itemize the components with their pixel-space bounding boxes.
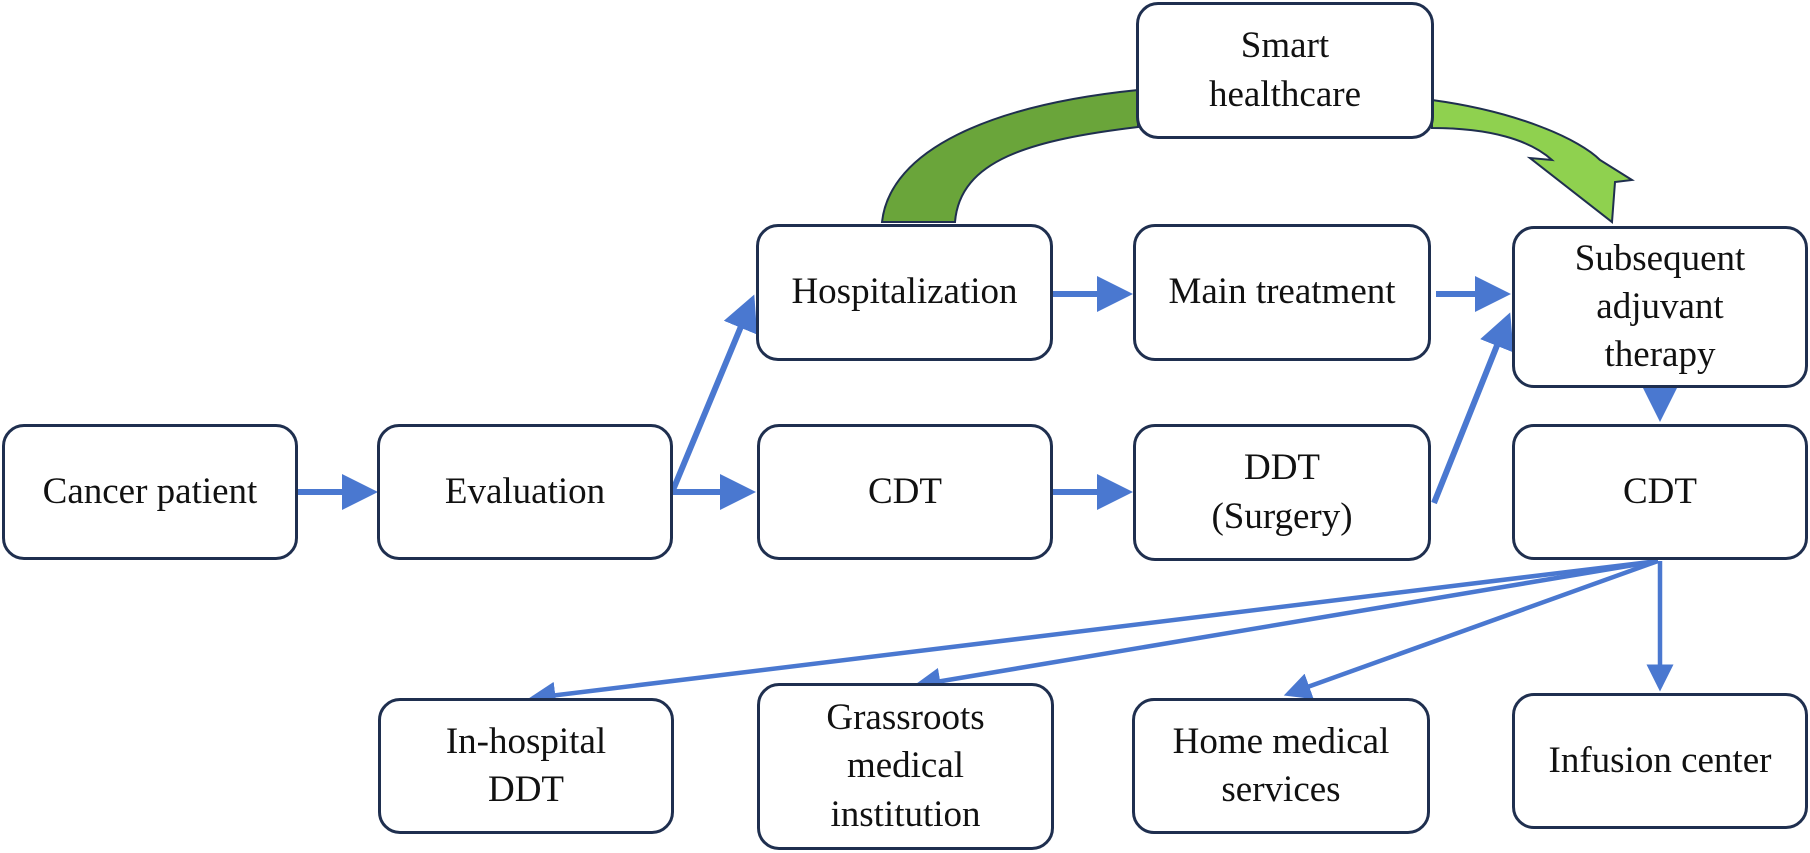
node-main-treatment-line-1: Main treatment	[1168, 271, 1396, 313]
node-grassroots-line-3: institution	[830, 793, 981, 835]
node-grassroots-line-2: medical	[846, 745, 965, 787]
node-evaluation: Evaluation	[377, 424, 673, 560]
arrow-ddt-to-subsequent	[1431, 312, 1514, 505]
node-home-medical-services: Home medical services	[1132, 698, 1430, 834]
node-subsequent-line-1: Subsequent	[1574, 237, 1746, 279]
node-main-treatment: Main treatment	[1133, 224, 1431, 361]
node-grassroots-line-1: Grassroots	[826, 697, 985, 739]
node-ddt-line-2: (Surgery)	[1211, 495, 1353, 537]
node-cancer-patient: Cancer patient	[2, 424, 298, 560]
node-cdt-right: CDT	[1512, 424, 1808, 560]
node-cdt-right-line-1: CDT	[1623, 470, 1697, 512]
node-infusion-center-line-1: Infusion center	[1548, 739, 1772, 781]
smart-healthcare-arc-left	[880, 88, 1139, 223]
node-in-hospital-line-1: In-hospital	[445, 720, 607, 762]
arrow-cdt-to-grassroots	[913, 558, 1659, 695]
node-in-hospital-line-2: DDT	[487, 769, 565, 810]
node-evaluation-line-1: Evaluation	[444, 470, 606, 512]
node-subsequent-adjuvant-therapy: Subsequent adjuvant therapy	[1512, 226, 1808, 388]
node-infusion-center: Infusion center	[1512, 693, 1808, 829]
node-home-medical-line-1: Home medical	[1172, 720, 1390, 762]
node-smart-healthcare-line-1: Smart	[1240, 25, 1330, 67]
node-subsequent-line-2: adjuvant	[1596, 285, 1724, 327]
arrow-cdt-to-home-medical	[1283, 558, 1659, 700]
node-smart-healthcare: Smart healthcare	[1136, 2, 1434, 139]
node-cancer-patient-line-1: Cancer patient	[42, 470, 258, 512]
node-ddt-surgery: DDT (Surgery)	[1133, 424, 1431, 561]
smart-healthcare-arc-right	[1431, 98, 1635, 224]
node-smart-healthcare-line-2: healthcare	[1209, 73, 1361, 115]
node-hospitalization-line-1: Hospitalization	[791, 271, 1018, 313]
arrow-cdt-to-in-hospital-ddt	[528, 558, 1659, 709]
arrow-evaluation-to-hospitalization	[670, 294, 758, 492]
node-home-medical-line-2: services	[1221, 769, 1341, 810]
node-cdt-mid-line-1: CDT	[868, 470, 942, 512]
node-cdt-mid: CDT	[757, 424, 1053, 560]
node-hospitalization: Hospitalization	[756, 224, 1053, 361]
node-grassroots-medical-institution: Grassroots medical institution	[757, 683, 1054, 850]
node-in-hospital-ddt: In-hospital DDT	[378, 698, 674, 834]
node-ddt-line-1: DDT	[1243, 447, 1321, 489]
node-subsequent-line-3: therapy	[1604, 334, 1716, 376]
